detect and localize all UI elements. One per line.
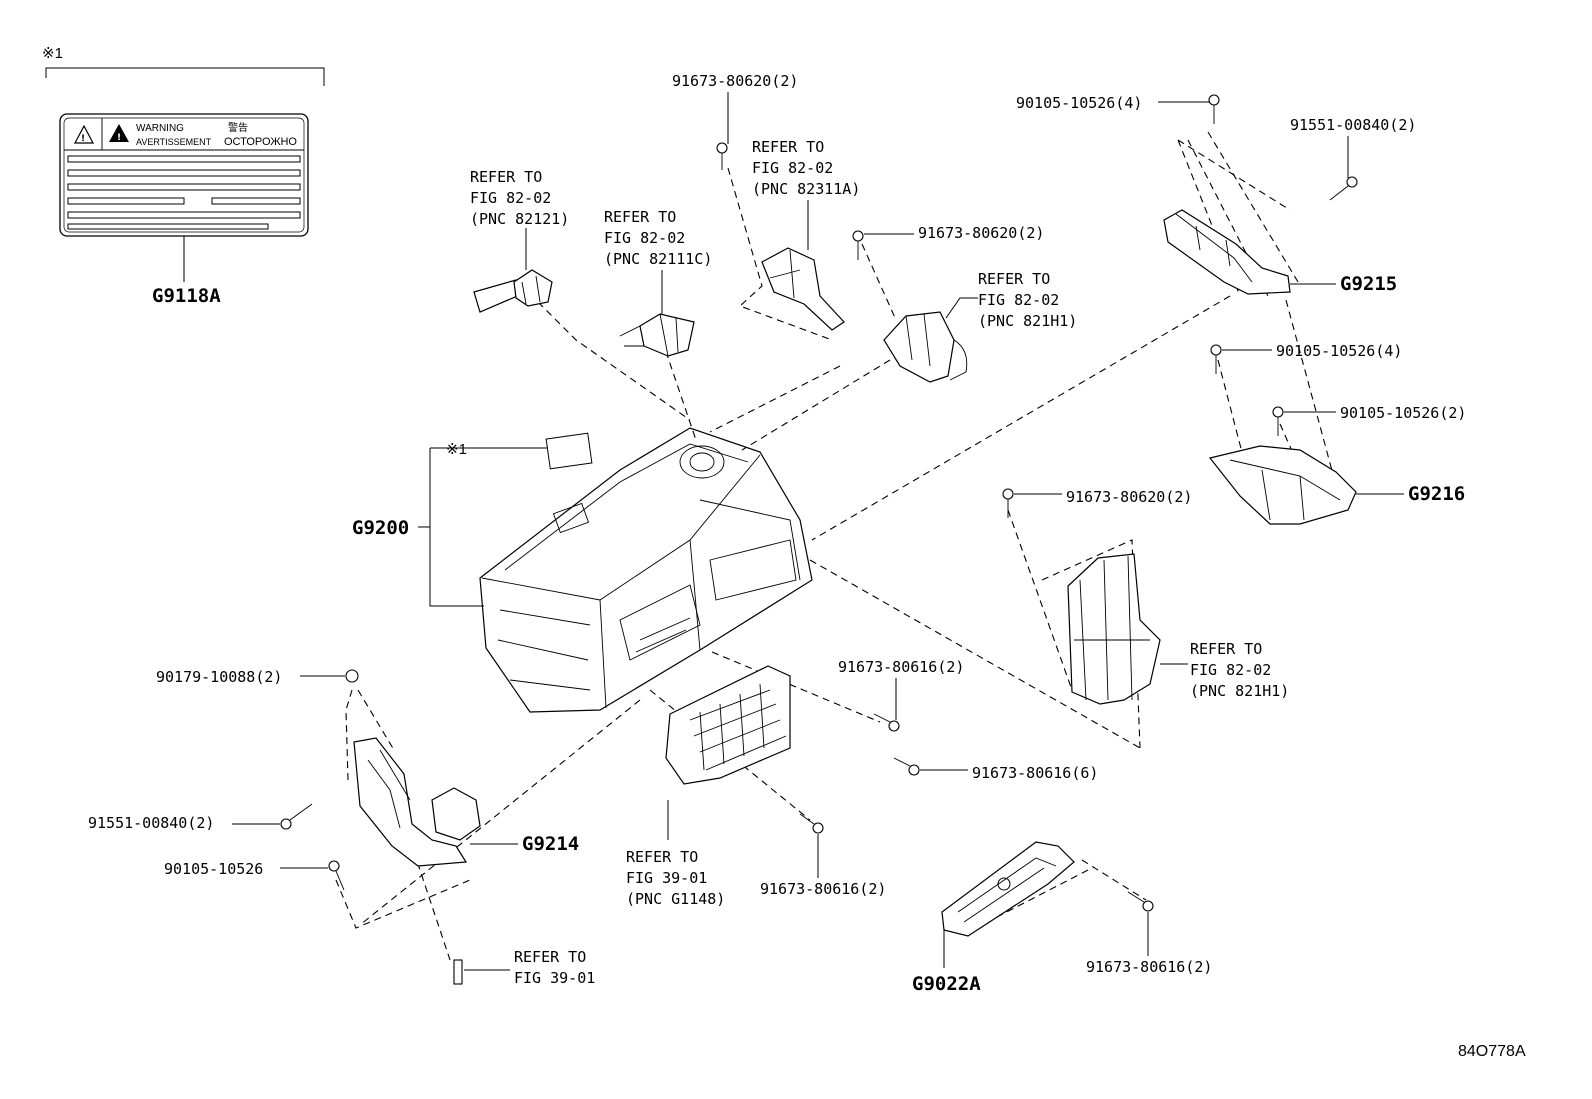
- label-japanese-text: 警告: [228, 121, 248, 134]
- bolt-icon[interactable]: [328, 860, 345, 891]
- callout-91673-80616[interactable]: 91673-80616(6): [972, 764, 1098, 782]
- connector-82311a[interactable]: [761, 247, 845, 331]
- callout-91551-00840[interactable]: 91551-00840(2): [88, 814, 214, 832]
- note-marker: ※1: [42, 45, 63, 62]
- ref-821h1a-line2: FIG 82-02: [978, 291, 1059, 309]
- ref-821h1b-line1: REFER TO: [1190, 640, 1262, 658]
- bolt-icon[interactable]: [1208, 94, 1220, 124]
- svg-text:!: !: [117, 133, 121, 143]
- bolt-icon[interactable]: [716, 142, 728, 170]
- ref-821h1a-line1: REFER TO: [978, 270, 1050, 288]
- bolt-icon[interactable]: [280, 803, 313, 830]
- connector-821h1-lower[interactable]: [1067, 553, 1161, 705]
- part-label-g9200: G9200: [352, 517, 409, 539]
- part-label-g9216: G9216: [1408, 483, 1465, 505]
- diagram-id: 84O778A: [1458, 1043, 1526, 1060]
- ref-3901-line2: FIG 39-01: [514, 969, 595, 987]
- ref-82311a-line2: FIG 82-02: [752, 159, 833, 177]
- leader-lines: [335, 131, 1335, 961]
- label-russian-text: ОСТОРОЖНО: [224, 136, 297, 148]
- note-marker-main: ※1: [446, 441, 467, 458]
- bolt-icon[interactable]: [1127, 891, 1154, 912]
- ref-82111c-line1: REFER TO: [604, 208, 676, 226]
- ref-821h1b-line3: (PNC 821H1): [1190, 682, 1289, 700]
- ref-3901-line1: REFER TO: [514, 948, 586, 966]
- bolt-icon[interactable]: [852, 230, 864, 260]
- bracket-g9214[interactable]: [353, 737, 481, 867]
- callout-91673-80620[interactable]: 91673-80620(2): [1066, 488, 1192, 506]
- callout-91673-80616[interactable]: 91673-80616(2): [1086, 958, 1212, 976]
- hazard-icon: [74, 124, 94, 144]
- ref-821h1a-line3: (PNC 821H1): [978, 312, 1077, 330]
- connector-82111c[interactable]: [619, 313, 695, 357]
- part-label-g9215: G9215: [1340, 273, 1397, 295]
- connector-82121[interactable]: [473, 269, 553, 313]
- callout-91551-00840[interactable]: 91551-00840(2): [1290, 116, 1416, 134]
- bolt-icon[interactable]: [1329, 176, 1358, 201]
- bolt-icon[interactable]: [1002, 488, 1014, 518]
- callout-90179-10088[interactable]: 90179-10088(2): [156, 668, 282, 686]
- callout-90105-10526[interactable]: 90105-10526(4): [1276, 342, 1402, 360]
- ref-821h1b-line2: FIG 82-02: [1190, 661, 1271, 679]
- callout-91673-80616[interactable]: 91673-80616(2): [838, 658, 964, 676]
- callout-91673-80616[interactable]: 91673-80616(2): [760, 880, 886, 898]
- bracket-g9215[interactable]: [1163, 209, 1291, 295]
- part-label-g9214: G9214: [522, 833, 579, 855]
- label-warning-text: WARNING: [136, 123, 184, 134]
- bolt-icon[interactable]: [893, 757, 920, 776]
- bolt-icon[interactable]: [873, 713, 900, 732]
- callout-91673-80620[interactable]: 91673-80620(2): [672, 72, 798, 90]
- ref-82121-line2: FIG 82-02: [470, 189, 551, 207]
- ref-g1148-line1: REFER TO: [626, 848, 698, 866]
- warning-triangle-icon: [109, 124, 129, 142]
- ref-g1148-line3: (PNC G1148): [626, 890, 725, 908]
- ref-g1148-line2: FIG 39-01: [626, 869, 707, 887]
- callout-90105-10526[interactable]: 90105-10526(4): [1016, 94, 1142, 112]
- ref-82121-line3: (PNC 82121): [470, 210, 569, 228]
- ref-82311a-line3: (PNC 82311A): [752, 180, 860, 198]
- ref-82111c-line3: (PNC 82111C): [604, 250, 712, 268]
- connector-821h1-upper[interactable]: [883, 311, 968, 383]
- warning-label-group: ※1 ! ! WARNING AVERTISSEMENT 警告 ОСТОРОЖН…: [42, 45, 325, 307]
- ref-82111c-line2: FIG 82-02: [604, 229, 685, 247]
- bolt-icon[interactable]: [453, 959, 463, 985]
- inverter-assembly[interactable]: [479, 427, 813, 713]
- bolt-icon[interactable]: [1210, 344, 1222, 374]
- bolt-icon[interactable]: [1272, 406, 1284, 436]
- part-label-g9022a: G9022A: [912, 973, 981, 995]
- callout-90105-10526[interactable]: 90105-10526(2): [1340, 404, 1466, 422]
- ref-82311a-line1: REFER TO: [752, 138, 824, 156]
- callout-91673-80620[interactable]: 91673-80620(2): [918, 224, 1044, 242]
- label-avertissement-text: AVERTISSEMENT: [136, 137, 212, 147]
- cover-g9022a[interactable]: [941, 841, 1075, 937]
- callout-90105-10526[interactable]: 90105-10526: [164, 860, 263, 878]
- svg-text:!: !: [81, 134, 85, 144]
- bolt-icon[interactable]: [799, 813, 824, 834]
- bolt-icon[interactable]: [345, 669, 359, 683]
- connector-g1148[interactable]: [665, 665, 791, 785]
- part-label-g9118a: G9118A: [152, 285, 221, 307]
- bracket-g9216[interactable]: [1208, 445, 1357, 525]
- callouts: 91673-80620(2) 90105-10526(4) 91551-0084…: [88, 72, 1466, 976]
- bolts: [280, 94, 1358, 985]
- ref-82121-line1: REFER TO: [470, 168, 542, 186]
